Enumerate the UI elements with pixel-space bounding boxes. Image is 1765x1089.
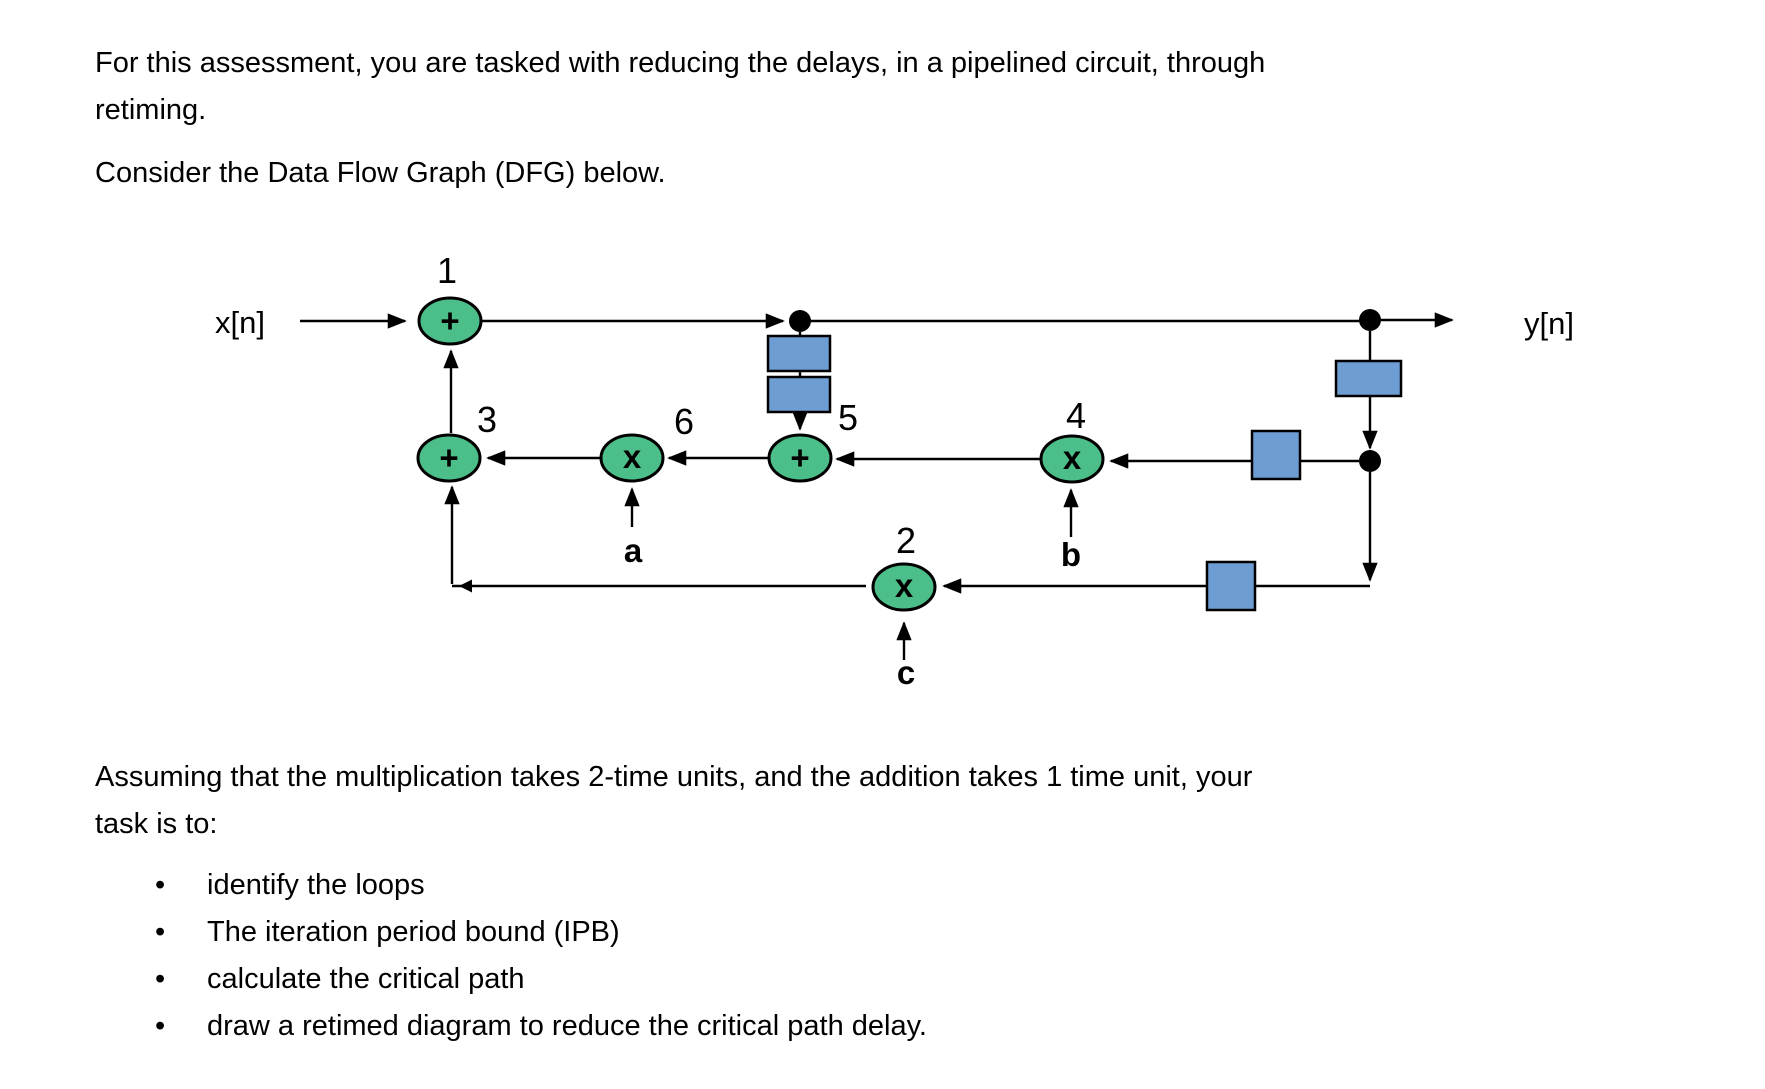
node-1-op: +: [440, 302, 459, 339]
coefficient-b-label: b: [1061, 536, 1081, 573]
bullet-marker: •: [155, 1010, 166, 1042]
task-list: • identify the loops • The iteration per…: [155, 862, 927, 1050]
wires: [300, 312, 1454, 660]
bullet-marker: •: [155, 869, 166, 901]
list-item: • identify the loops: [155, 862, 927, 909]
intro-paragraph: For this assessment, you are tasked with…: [95, 40, 1265, 134]
bullet-marker: •: [155, 916, 166, 948]
list-item: • calculate the critical path: [155, 956, 927, 1003]
node-1-adder: +: [417, 296, 483, 346]
node-6-op: x: [623, 438, 642, 475]
node-5-shape: [767, 433, 833, 483]
branch-dots: [789, 309, 1381, 472]
diagram-labels: x[n] y[n] 1 3 6 5 4 2 a b c: [215, 250, 1574, 691]
assumption-paragraph: Assuming that the multiplication takes 2…: [95, 754, 1252, 848]
node-5-op: +: [790, 439, 809, 476]
node-2-shape: [871, 562, 937, 612]
operator-nodes: + + x + x x: [416, 296, 1105, 612]
node-2-multiplier: x: [871, 562, 937, 612]
node-5-number: 5: [838, 397, 858, 438]
branch-dot-1: [789, 310, 811, 332]
node-3-adder: +: [416, 433, 482, 483]
node-4-multiplier: x: [1039, 434, 1105, 484]
task-text-4: draw a retimed diagram to reduce the cri…: [207, 1010, 927, 1042]
list-item: • The iteration period bound (IPB): [155, 909, 927, 956]
delay-top-stack-1: [766, 334, 832, 373]
assumption-line-2: task is to:: [95, 808, 218, 840]
node-4-op: x: [1063, 439, 1082, 476]
coefficient-c-label: c: [897, 654, 915, 691]
corner-arrowhead: [459, 579, 472, 593]
node-6-shape: [599, 433, 665, 483]
node-6-multiplier: x: [599, 433, 665, 483]
delay-right-column: [1334, 359, 1403, 398]
task-text-2: The iteration period bound (IPB): [207, 916, 620, 948]
node-3-shape: [416, 433, 482, 483]
node-3-op: +: [439, 439, 458, 476]
coefficient-a-label: a: [624, 532, 643, 569]
output-label: y[n]: [1524, 306, 1574, 341]
branch-dot-3: [1359, 450, 1381, 472]
node-4-number: 4: [1066, 395, 1086, 436]
delay-bottom-row: [1205, 560, 1257, 612]
intro-line-1: For this assessment, you are tasked with…: [95, 47, 1266, 79]
node-3-number: 3: [477, 399, 497, 440]
node-2-op: x: [895, 567, 914, 604]
assumption-line-1: Assuming that the multiplication takes 2…: [95, 761, 1253, 793]
node-5-adder: +: [767, 433, 833, 483]
node-4-shape: [1039, 434, 1105, 484]
delay-middle-row: [1250, 429, 1302, 481]
delay-registers: [766, 334, 1403, 612]
task-text-1: identify the loops: [207, 869, 425, 901]
intro-line-2: retiming.: [95, 94, 207, 126]
task-text-3: calculate the critical path: [207, 963, 525, 995]
node-2-number: 2: [896, 520, 916, 561]
delay-top-stack-2: [766, 375, 832, 414]
node-6-number: 6: [674, 401, 694, 442]
consider-paragraph: Consider the Data Flow Graph (DFG) below…: [95, 150, 666, 197]
consider-line: Consider the Data Flow Graph (DFG) below…: [95, 157, 666, 189]
list-item: • draw a retimed diagram to reduce the c…: [155, 1003, 927, 1050]
input-label: x[n]: [215, 305, 265, 340]
branch-dot-2: [1359, 309, 1381, 331]
node-1-number: 1: [437, 250, 457, 291]
bullet-marker: •: [155, 963, 166, 995]
node-1-shape: [417, 296, 483, 346]
